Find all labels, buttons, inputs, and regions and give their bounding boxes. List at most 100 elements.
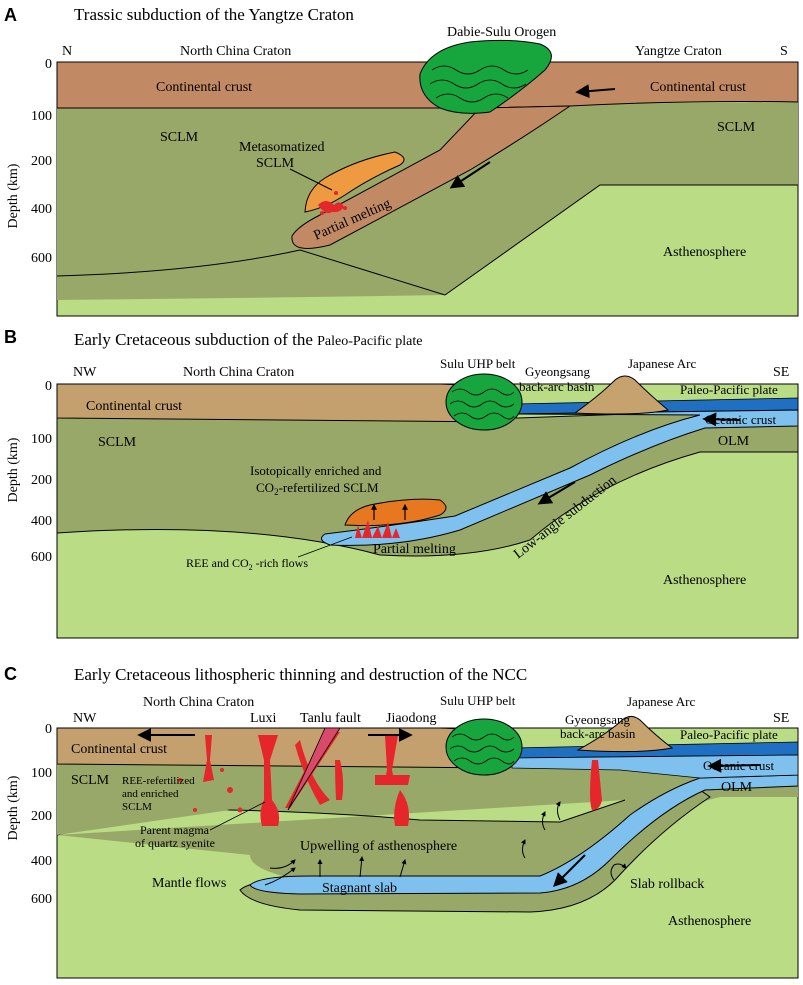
panel-c-sclm-label: SCLM	[71, 773, 110, 788]
panel-c-parent-1: Parent magma	[140, 823, 210, 837]
panel-a: A Trassic subduction of the Yangtze Crat…	[4, 5, 799, 317]
panel-c-letter: C	[4, 664, 17, 684]
panel-a-tick-200: 200	[31, 154, 52, 169]
panel-a-tick-600: 600	[31, 251, 52, 266]
panel-c-japan: Japanese Arc	[627, 694, 695, 709]
panel-c: C Early Cretaceous lithospheric thinning…	[4, 664, 799, 979]
panel-a-craton-left: North China Craton	[180, 44, 291, 59]
panel-c-parent-2: of quartz syenite	[135, 836, 215, 850]
panel-b-gyeong-1: Gyeongsang	[525, 364, 590, 379]
panel-c-dir-left: NW	[73, 711, 97, 726]
panel-b-japan: Japanese Arc	[628, 356, 696, 371]
panel-c-arrow-ocean	[707, 758, 761, 773]
panel-c-ree-2: and enriched	[122, 788, 179, 800]
panel-b-gyeong-2: back-arc basin	[519, 379, 595, 394]
panel-b-asthen: Asthenosphere	[663, 573, 746, 588]
panel-c-tick-600: 600	[31, 892, 52, 907]
panel-c-ylabel: Depth (km)	[6, 775, 21, 840]
panel-c-rollback-arrow	[610, 863, 627, 881]
panel-b-oceanic: Oceanic crust	[705, 412, 776, 427]
panel-c-japanese-arc	[576, 716, 674, 753]
panel-a-crust-left: Continental crust	[156, 80, 252, 95]
panel-a-sclm-left: SCLM	[160, 130, 199, 145]
panel-c-tanlu: Tanlu fault	[300, 711, 361, 726]
panel-c-arrow-slab	[553, 854, 586, 887]
panel-b-japanese-arc	[573, 375, 670, 415]
panel-c-luxi: Luxi	[250, 711, 277, 726]
panel-b-slab	[320, 409, 799, 546]
panel-a-crust-right: Continental crust	[650, 80, 746, 95]
panel-b-title: Early Cretaceous subduction of the Paleo…	[74, 330, 422, 349]
panel-b-partial: Partial melting	[373, 542, 456, 557]
panel-b-olm: OLM	[718, 434, 750, 449]
panel-b-enriched-1: Isotopically enriched and	[250, 463, 382, 478]
panel-b-arrow-ocean	[702, 412, 741, 427]
panel-c-sulu	[445, 718, 523, 776]
panel-a-tick-0: 0	[45, 57, 52, 72]
panel-a-arrow-convergence	[575, 84, 616, 99]
panel-c-stagnant: Stagnant slab	[322, 881, 397, 896]
panel-b-dir-left: NW	[73, 365, 97, 380]
panel-c-tick-0: 0	[45, 722, 52, 737]
panel-c-gyeong-1: Gyeongsang	[565, 712, 630, 727]
panel-a-arrow-subduction	[449, 161, 491, 189]
panel-a-metasom-2: SCLM	[256, 156, 295, 171]
panel-b-enriched-sclm	[344, 498, 447, 527]
panel-a-dir-left: N	[62, 44, 72, 59]
panel-c-gyeong-2: back-arc basin	[560, 726, 636, 741]
panel-b-sulu	[445, 373, 523, 431]
panel-b-sclm	[56, 407, 799, 557]
panel-a-sclm-right: SCLM	[717, 120, 756, 135]
panel-c-jiaodong: Jiaodong	[386, 711, 437, 726]
panel-a-orogen-label: Dabie-Sulu Orogen	[447, 25, 556, 40]
panel-b-tick-400: 400	[31, 514, 52, 529]
panel-b-paleo: Paleo-Pacific plate	[680, 382, 778, 397]
panel-b-sulu-label: Sulu UHP belt	[440, 356, 516, 371]
panel-b-craton: North China Craton	[183, 365, 294, 380]
panel-b-sclm-label: SCLM	[98, 435, 137, 450]
panel-c-title: Early Cretaceous lithospheric thinning a…	[74, 665, 527, 684]
panel-a-dir-right: S	[780, 44, 788, 59]
panel-b-enriched-2: CO2-refertilized SCLM	[256, 480, 379, 497]
panel-c-ree-1: REE-refertilized	[122, 775, 195, 787]
panel-a-slab	[291, 105, 572, 249]
panel-c-craton: North China Craton	[143, 695, 254, 710]
panel-b-crust-label: Continental crust	[86, 399, 182, 414]
panel-b-tick-0: 0	[45, 379, 52, 394]
panel-b-tick-200: 200	[31, 473, 52, 488]
panel-b-dir-right: SE	[773, 365, 789, 380]
panel-b-letter: B	[4, 327, 17, 347]
panel-c-upwelling: Upwelling of asthenosphere	[300, 839, 457, 854]
panel-c-rollback: Slab rollback	[630, 877, 704, 892]
panel-c-sulu-label: Sulu UHP belt	[440, 693, 516, 708]
panel-c-asthen: Asthenosphere	[668, 914, 751, 929]
panel-a-tick-100: 100	[31, 109, 52, 124]
panel-b-arrow-slab	[537, 481, 576, 505]
panel-b-title-main: Early Cretaceous subduction of the	[74, 330, 317, 349]
panel-b-title-small: Paleo-Pacific plate	[317, 334, 422, 349]
panel-c-olm: OLM	[721, 780, 753, 795]
panel-a-ylabel: Depth (km)	[6, 163, 21, 228]
panel-b-ree: REE and CO2 -rich flows	[186, 556, 308, 572]
panel-a-tick-400: 400	[31, 202, 52, 217]
panel-b: B Early Cretaceous subduction of the Pal…	[4, 327, 799, 639]
panel-b-tick-600: 600	[31, 550, 52, 565]
panel-c-paleo: Paleo-Pacific plate	[680, 727, 778, 742]
panel-a-craton-right: Yangtze Craton	[635, 44, 722, 59]
panel-c-tick-200: 200	[31, 809, 52, 824]
panel-c-dir-right: SE	[773, 711, 789, 726]
panel-a-sclm	[57, 102, 798, 300]
panel-a-letter: A	[4, 5, 17, 25]
panel-c-mantle: Mantle flows	[152, 876, 226, 891]
panel-a-title: Trassic subduction of the Yangtze Craton	[74, 5, 354, 24]
panel-a-metasom-1: Metasomatized	[239, 140, 325, 155]
panel-c-tick-400: 400	[31, 854, 52, 869]
panel-b-tick-100: 100	[31, 432, 52, 447]
panel-a-metasomatized-sclm	[304, 151, 405, 213]
panel-c-ree-3: SCLM	[122, 801, 152, 813]
panel-a-orogen	[419, 39, 552, 114]
panel-c-crust-label: Continental crust	[71, 742, 167, 757]
panel-b-ylabel: Depth (km)	[6, 437, 21, 502]
panel-c-slab	[249, 774, 799, 895]
